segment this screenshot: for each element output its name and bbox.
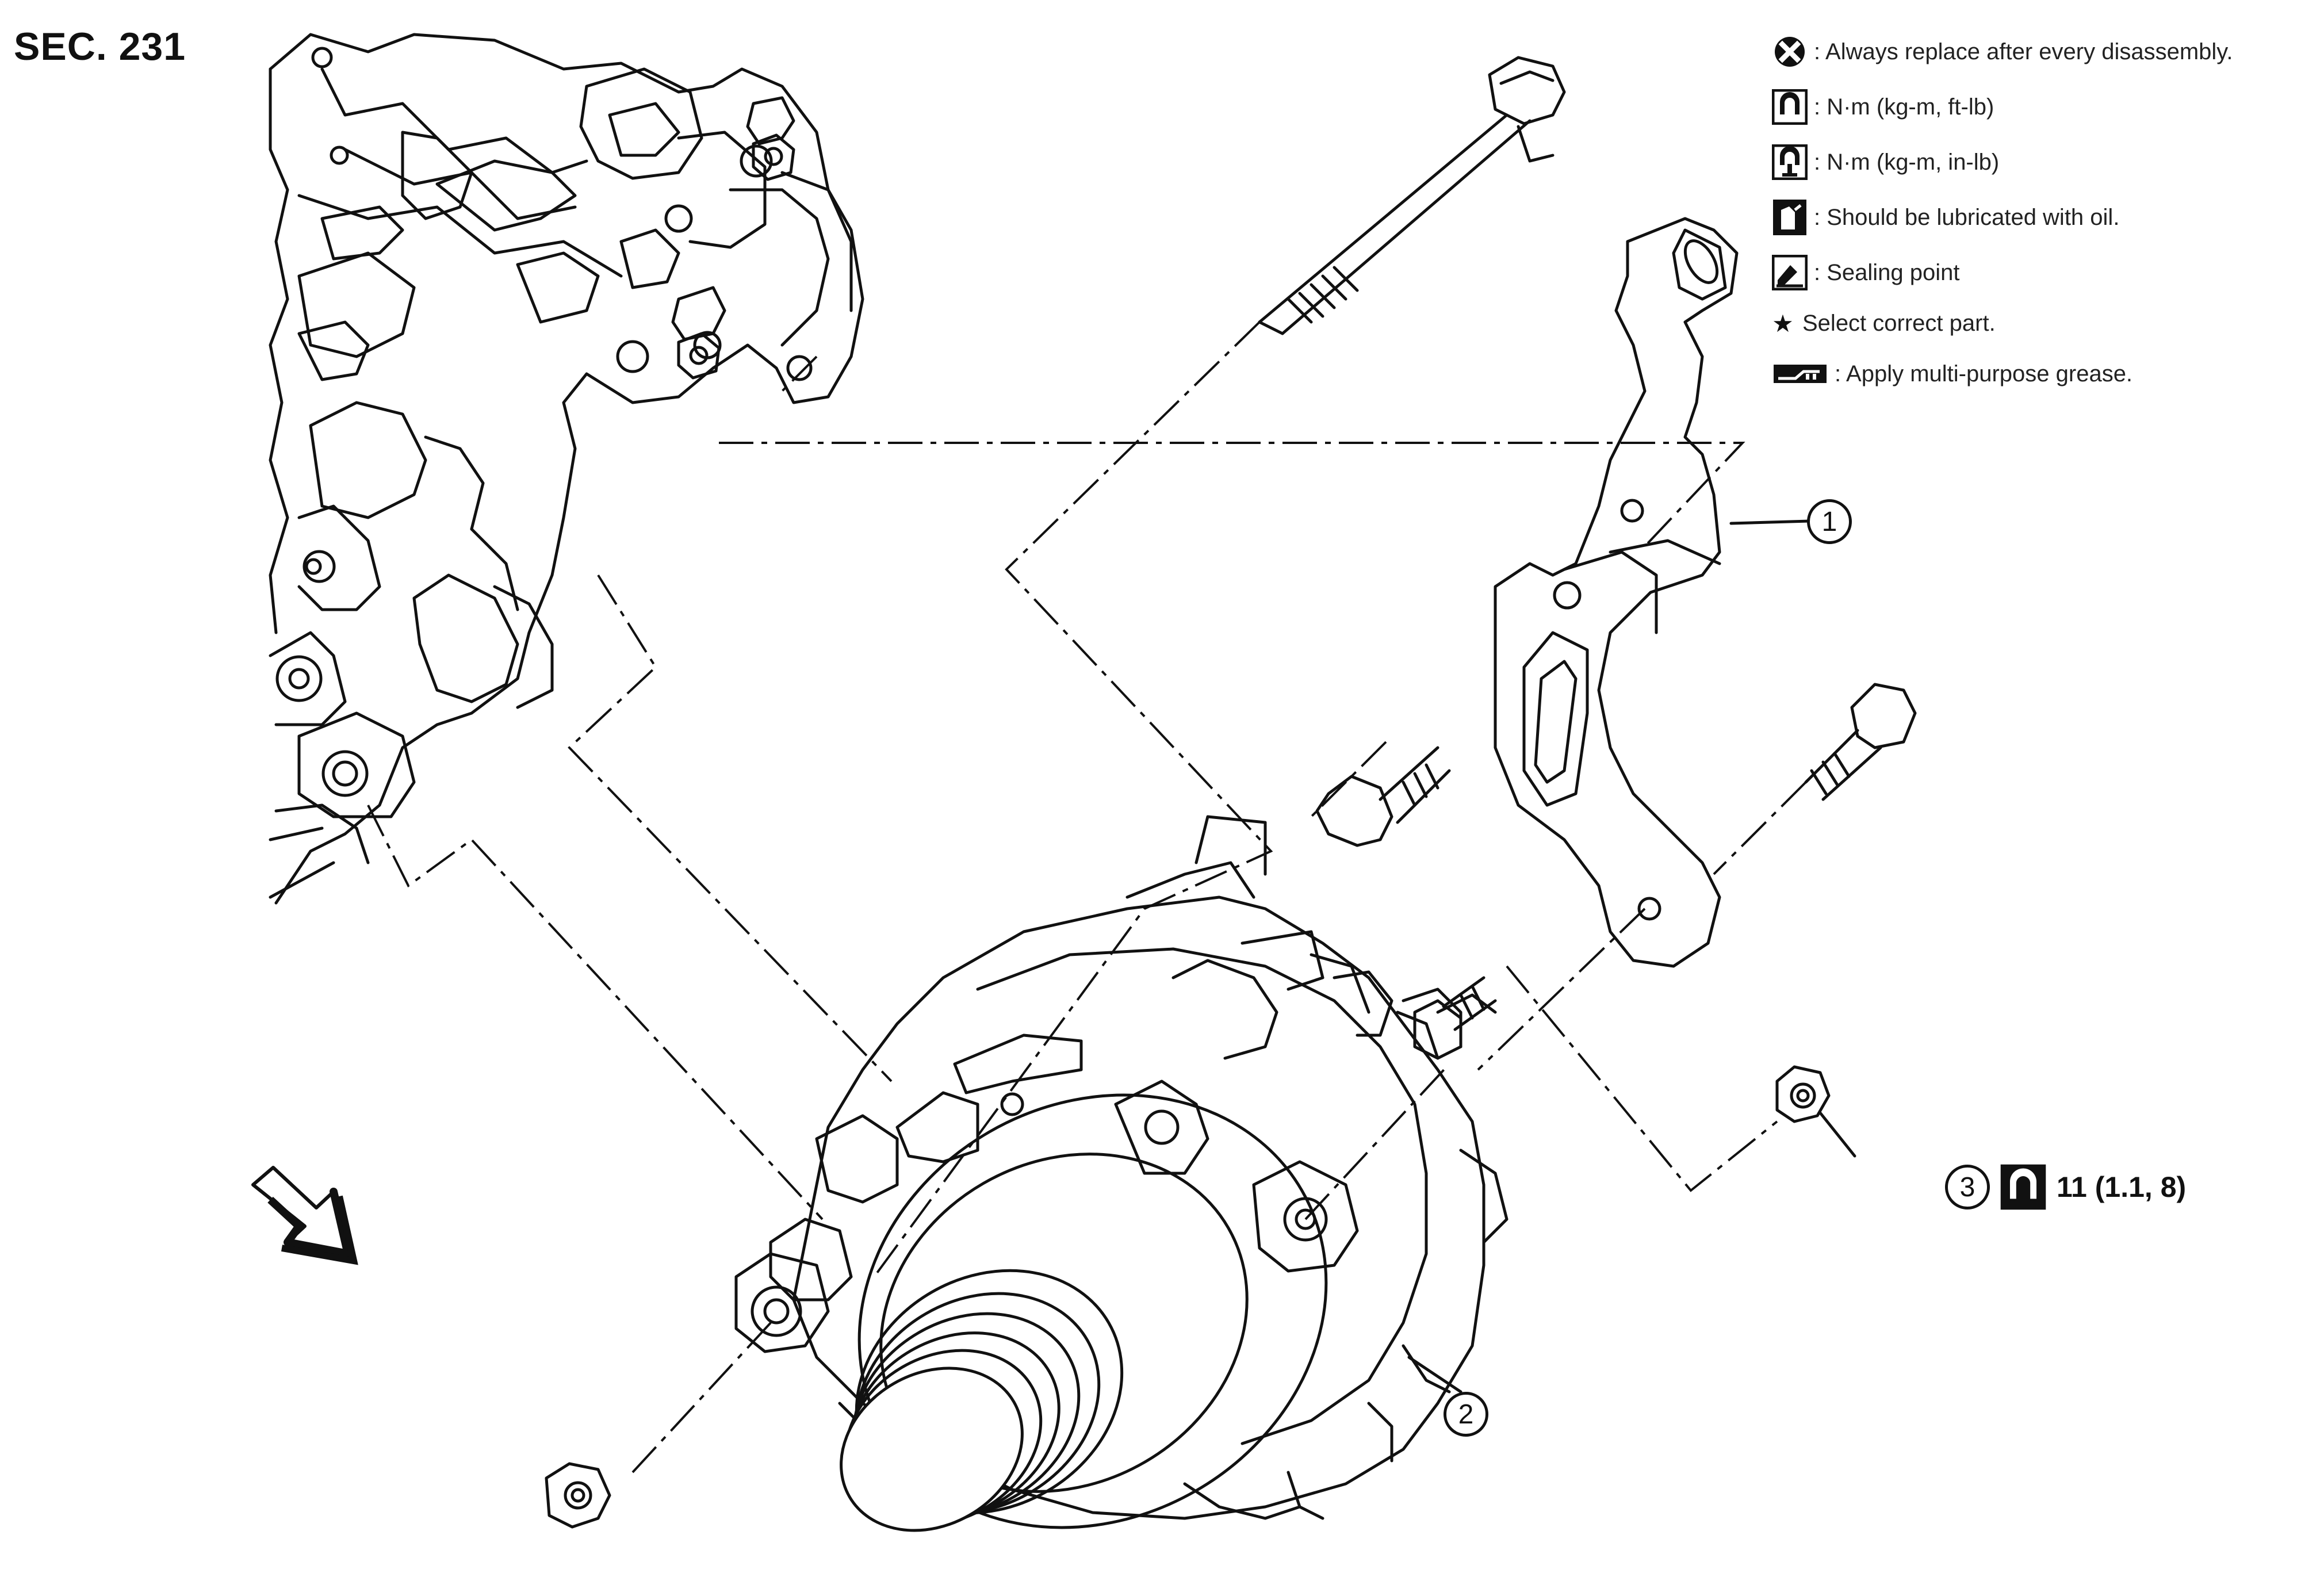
torque-ft-lb-icon (1771, 89, 1808, 125)
leader-line-2 (1407, 1356, 1462, 1394)
legend-text-grease: : Apply multi-purpose grease. (1835, 361, 2133, 386)
long-through-bolt (1258, 56, 1566, 335)
star-icon: ★ (1772, 309, 1794, 338)
torque-value: 11 (1.1, 8) (2057, 1171, 2187, 1203)
symbol-legend: : Always replace after every disassembly… (1771, 24, 2318, 401)
pulley (840, 1269, 1124, 1532)
legend-text-always-replace: : Always replace after every disassembly… (1814, 39, 2233, 64)
alternator-bracket (1494, 217, 1739, 968)
engine-block (269, 33, 864, 905)
section-label: SEC. 231 (14, 25, 186, 68)
callout-3: 3 (1945, 1165, 1990, 1209)
alternator-nut-3 (1775, 1065, 1856, 1158)
legend-row-oil: : Should be lubricated with oil. (1771, 190, 2318, 245)
legend-row-select-part: ★ Select correct part. (1771, 300, 2318, 346)
torque-ft-lb-icon (2000, 1164, 2046, 1210)
bracket-bolt-left (1315, 746, 1451, 847)
always-replace-icon (1771, 33, 1808, 70)
legend-row-torque-in-lb: : N·m (kg-m, in-lb) (1771, 135, 2318, 190)
alternator (734, 815, 1509, 1529)
legend-row-grease: : Apply multi-purpose grease. (1771, 346, 2318, 401)
alignment-lines (367, 321, 1807, 1473)
engine-bolts (677, 133, 795, 380)
torque-spec: 3 11 (1.1, 8) (1945, 1163, 2186, 1211)
legend-row-always-replace: : Always replace after every disassembly… (1771, 24, 2318, 79)
terminal-stud (1413, 976, 1497, 1060)
legend-text-sealing: : Sealing point (1814, 259, 1960, 285)
callout-1: 1 (1807, 499, 1852, 544)
callout-2: 2 (1444, 1392, 1488, 1437)
legend-text-torque-ft-lb: : N·m (kg-m, ft-lb) (1814, 94, 1994, 120)
bracket-bolt-right (1804, 683, 1917, 801)
alternator-nut-lower (545, 1462, 611, 1529)
grease-icon (1771, 355, 1829, 392)
sealing-point-icon (1771, 254, 1808, 291)
torque-in-lb-icon (1771, 144, 1808, 181)
legend-row-sealing: : Sealing point (1771, 245, 2318, 300)
legend-row-torque-ft-lb: : N·m (kg-m, ft-lb) (1771, 79, 2318, 135)
legend-text-torque-in-lb: : N·m (kg-m, in-lb) (1814, 149, 2000, 175)
legend-text-select-part: Select correct part. (1802, 310, 1996, 336)
front-direction-arrow-icon (251, 1166, 358, 1265)
legend-text-oil: : Should be lubricated with oil. (1814, 204, 2120, 230)
oil-lubricate-icon (1771, 199, 1808, 236)
